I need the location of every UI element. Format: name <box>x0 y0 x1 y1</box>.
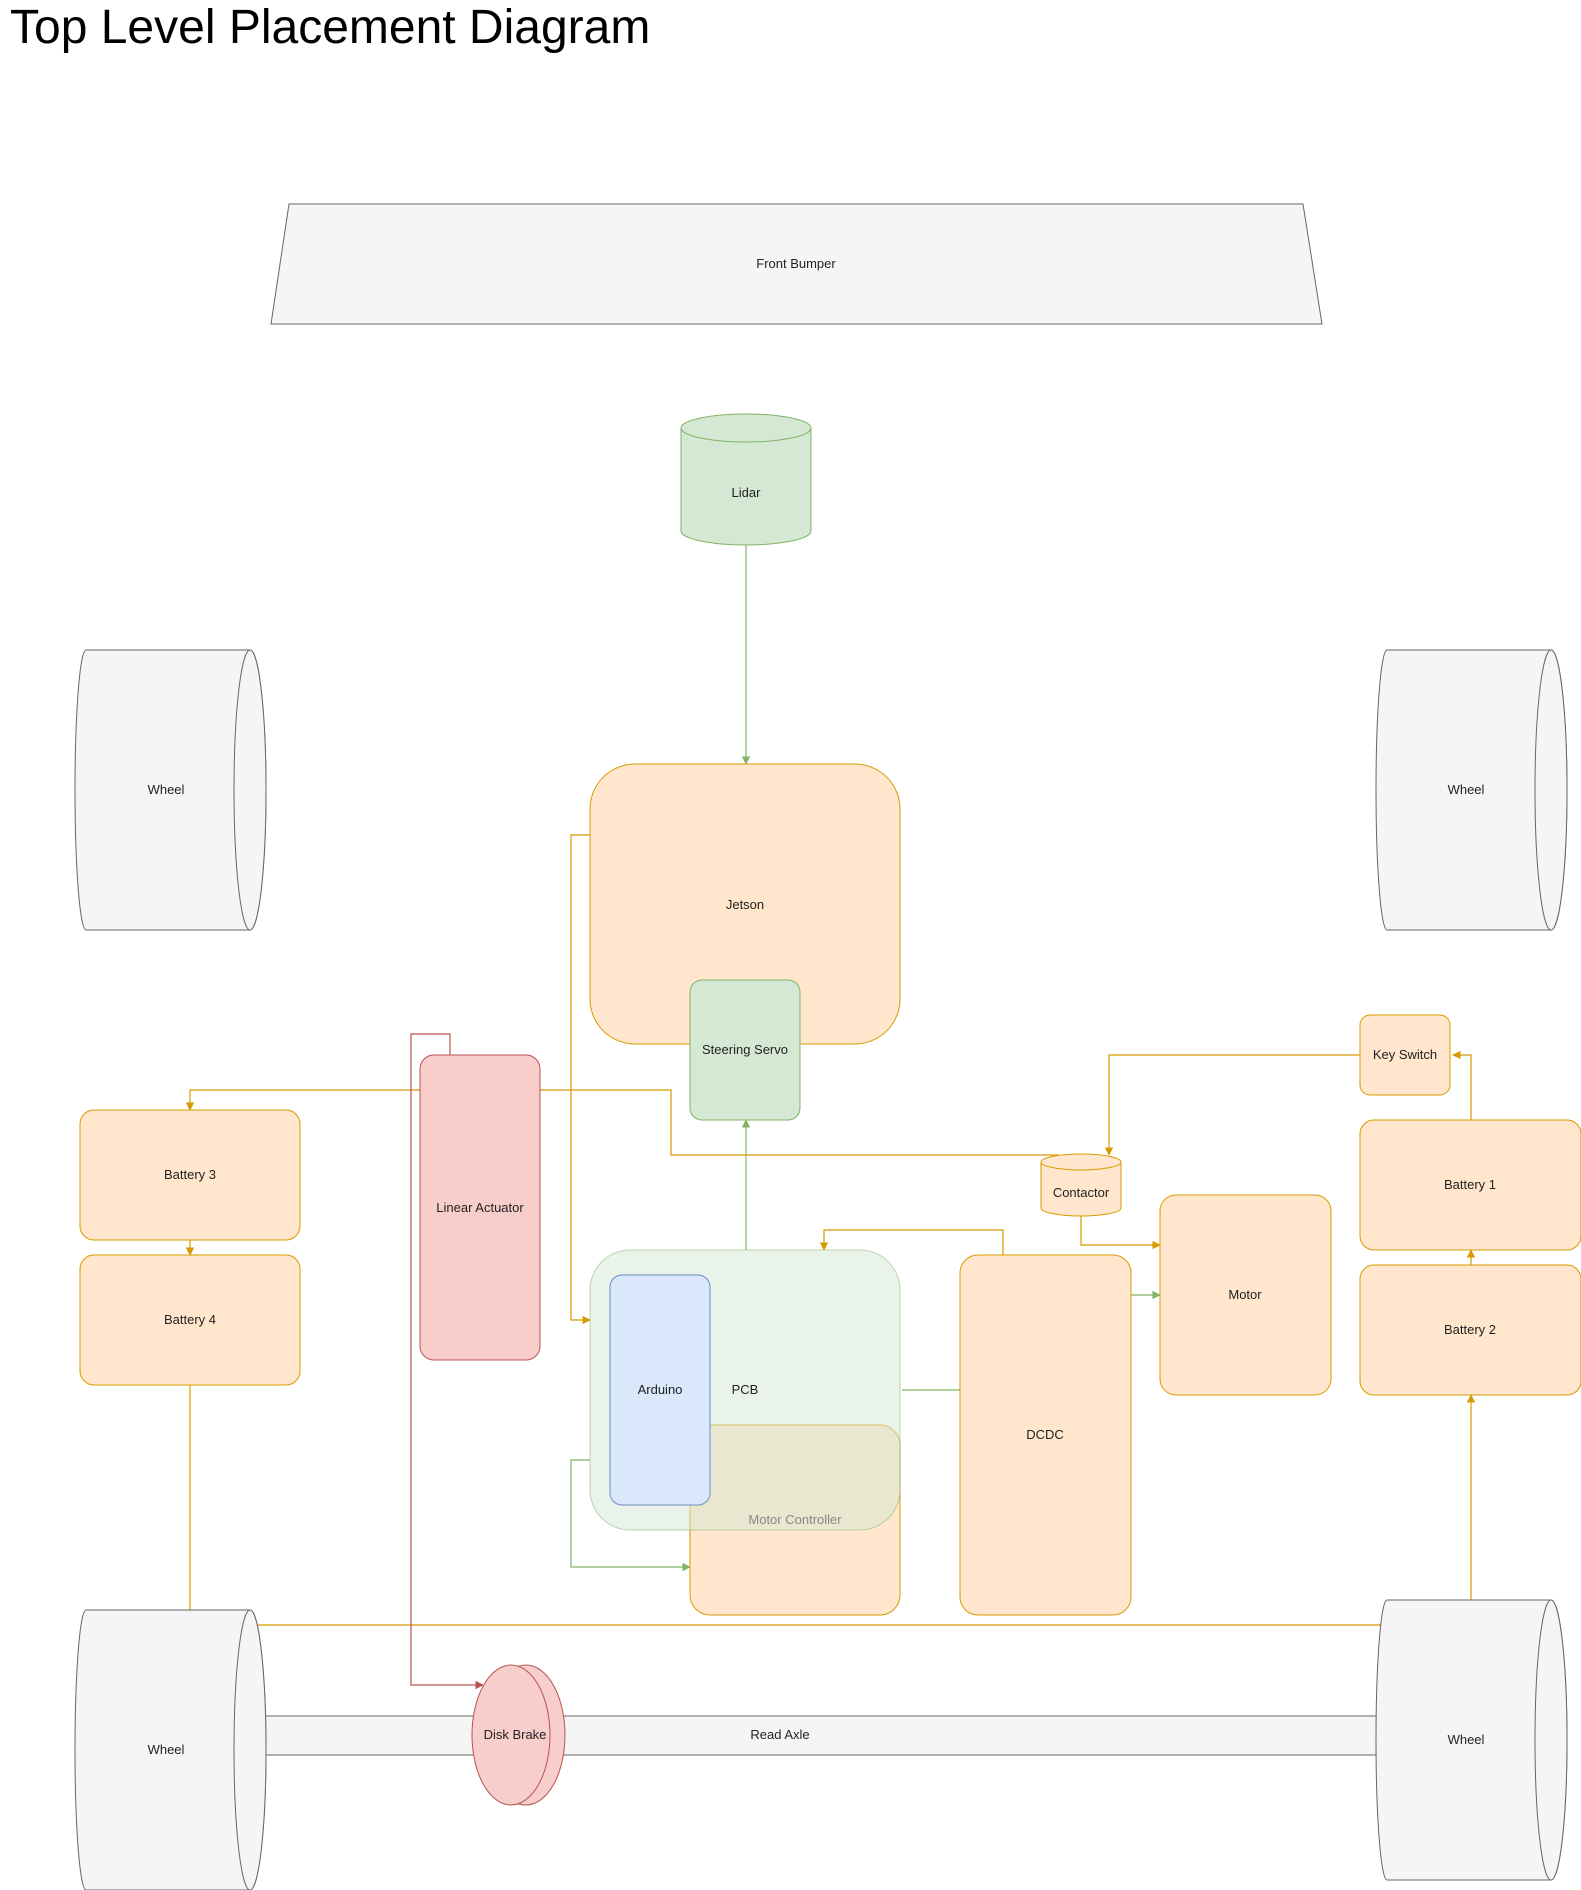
lidar-label: Lidar <box>732 485 762 500</box>
wheel-rear-right-label: Wheel <box>1448 1732 1485 1747</box>
linear-actuator-to-disk-brake-edge <box>410 1033 484 1690</box>
battery-1-node[interactable]: Battery 1 <box>1359 1119 1581 1251</box>
dcdc-label: DCDC <box>1026 1427 1064 1442</box>
wheel-front-right-label: Wheel <box>1448 782 1485 797</box>
pcb-label: PCB <box>732 1382 759 1397</box>
key-switch-to-contactor-edge <box>1104 1054 1360 1156</box>
key-switch-label: Key Switch <box>1373 1047 1437 1062</box>
dcdc-node[interactable]: DCDC <box>959 1254 1132 1616</box>
front-bumper[interactable]: Front Bumper <box>270 203 1323 325</box>
pcb-to-motor-controller-edge <box>570 1459 691 1572</box>
contactor-to-motor-edge <box>1080 1215 1161 1250</box>
battery-3-label: Battery 3 <box>164 1167 216 1182</box>
battery-1-label: Battery 1 <box>1444 1177 1496 1192</box>
disk-brake[interactable]: Disk Brake <box>471 1664 566 1806</box>
arduino-node[interactable]: Arduino <box>609 1274 711 1506</box>
wheel-rear-right[interactable]: Wheel <box>1375 1599 1568 1881</box>
battery-2-label: Battery 2 <box>1444 1322 1496 1337</box>
wheel-front-right[interactable]: Wheel <box>1375 649 1568 931</box>
rear-axle[interactable]: Read Axle <box>264 1715 1386 1756</box>
wheel-rear-left[interactable]: Wheel <box>74 1609 267 1890</box>
contactor-to-battery3-edge <box>185 1089 1059 1156</box>
motor-node[interactable]: Motor <box>1159 1194 1332 1396</box>
battery-3-node[interactable]: Battery 3 <box>79 1109 301 1241</box>
battery-4-node[interactable]: Battery 4 <box>79 1254 301 1386</box>
wheel-rear-left-label: Wheel <box>148 1742 185 1757</box>
arduino-label: Arduino <box>638 1382 683 1397</box>
wheel-front-left-label: Wheel <box>148 782 185 797</box>
battery-2-node[interactable]: Battery 2 <box>1359 1264 1581 1396</box>
motor-controller-label: Motor Controller <box>748 1512 842 1527</box>
steering-servo-label: Steering Servo <box>702 1042 788 1057</box>
battery1-to-key-switch-edge <box>1452 1050 1472 1120</box>
jetson-label: Jetson <box>726 897 764 912</box>
key-switch-node[interactable]: Key Switch <box>1359 1014 1451 1096</box>
contactor-node[interactable]: Contactor <box>1040 1153 1122 1217</box>
linear-actuator-label: Linear Actuator <box>436 1200 524 1215</box>
disk-brake-label: Disk Brake <box>484 1727 547 1742</box>
contactor-label: Contactor <box>1053 1185 1110 1200</box>
wheel-front-left[interactable]: Wheel <box>74 649 267 931</box>
rear-axle-label: Read Axle <box>750 1727 809 1742</box>
motor-label: Motor <box>1228 1287 1262 1302</box>
jetson-to-pcb-edge <box>570 834 591 1325</box>
linear-actuator-node[interactable]: Linear Actuator <box>419 1054 541 1361</box>
steering-servo-node[interactable]: Steering Servo <box>689 979 801 1121</box>
battery-4-label: Battery 4 <box>164 1312 216 1327</box>
dcdc-to-pcb-edge <box>819 1229 1004 1255</box>
page-title: Top Level Placement Diagram <box>10 1 651 54</box>
front-bumper-label: Front Bumper <box>756 256 836 271</box>
lidar-node[interactable]: Lidar <box>680 413 812 546</box>
